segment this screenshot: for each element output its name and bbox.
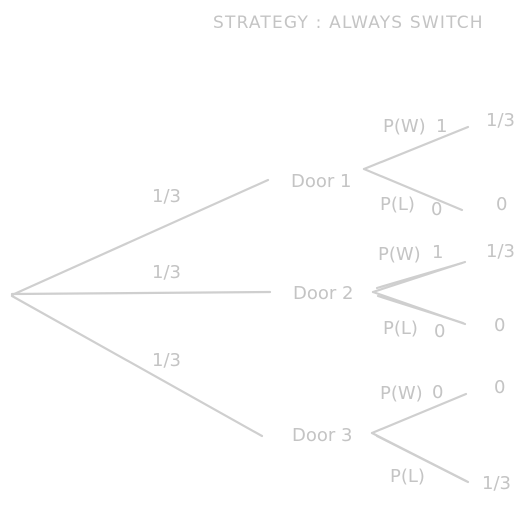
node-door1: Door 1 [291,171,351,192]
door1-lose-outcome: 0 [496,194,507,215]
door1-win-outcome: 1/3 [486,110,515,131]
branch-door2-lose-stroke2 [376,294,465,325]
prob-door1: 1/3 [152,186,181,207]
prob-door3: 1/3 [152,350,181,371]
door1-lose-value: 0 [431,199,442,220]
branch-door2-win-stroke2 [375,261,464,290]
door2-win-label: P(W) [378,244,421,265]
branch-root-door3 [10,294,264,438]
prob-door2: 1/3 [152,262,181,283]
branch-door3-win [370,392,468,435]
door3-win-label: P(W) [380,383,423,404]
door3-lose-outcome: 1/3 [482,473,511,494]
door1-lose-label: P(L) [380,194,415,215]
door2-lose-value: 0 [434,321,445,342]
door1-win-value: 1 [436,116,447,137]
branch-door1-win [362,125,470,171]
node-door2: Door 2 [293,283,353,304]
door2-win-value: 1 [432,242,443,263]
branch-root-door2 [10,290,272,296]
door3-win-value: 0 [432,382,443,403]
door2-lose-label: P(L) [383,318,418,339]
branch-root-door1 [10,178,270,297]
branch-door3-lose-stroke2 [375,434,468,483]
door3-win-outcome: 0 [494,377,505,398]
door3-lose-label: P(L) [390,466,425,487]
door2-lose-outcome: 0 [494,315,505,336]
node-door3: Door 3 [292,425,352,446]
branch-door1-lose [362,167,464,212]
door2-win-outcome: 1/3 [486,241,515,262]
diagram-title: STRATEGY : ALWAYS SWITCH [213,13,484,33]
door1-win-label: P(W) [383,116,426,137]
